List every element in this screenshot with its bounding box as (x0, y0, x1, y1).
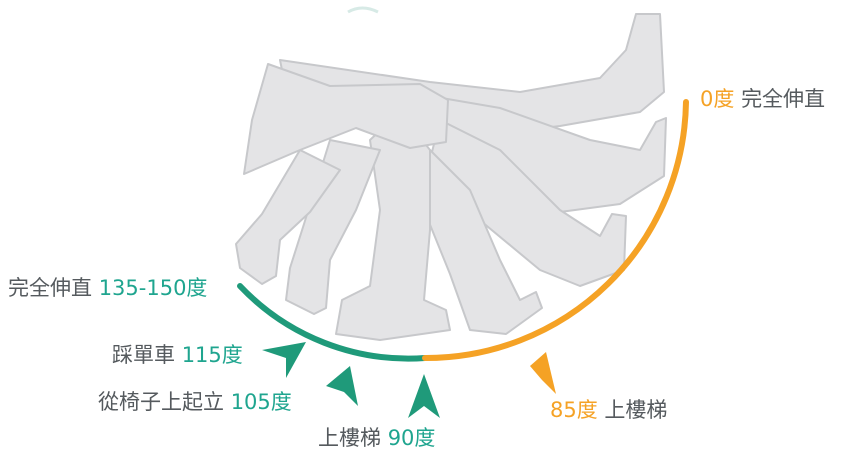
label-full-extension-value: 0度 (700, 87, 735, 111)
label-full-flexion: 完全伸直 135-150度 (8, 275, 207, 301)
label-cycling-value: 115度 (181, 343, 243, 367)
teal-flexion-arc (237, 283, 428, 362)
orange-flexion-arc (422, 99, 689, 362)
top-arc-fragment (347, 6, 379, 14)
label-sit-to-stand: 從椅子上起立 105度 (98, 389, 292, 415)
arrow-105-icon (326, 366, 358, 406)
knee-bend-silhouette-icon (235, 13, 667, 341)
label-full-extension: 0度 完全伸直 (700, 86, 825, 112)
label-stairs-90: 上樓梯 90度 (318, 425, 435, 451)
arrow-115-icon (262, 342, 306, 378)
label-full-extension-text: 完全伸直 (741, 87, 826, 111)
label-stairs-90-value: 90度 (387, 426, 436, 450)
arrow-85-icon (530, 352, 556, 394)
label-stairs-85: 85度 上樓梯 (550, 397, 667, 423)
label-stairs-90-text: 上樓梯 (318, 426, 381, 450)
label-sit-to-stand-value: 105度 (230, 390, 292, 414)
label-sit-to-stand-text: 從椅子上起立 (98, 390, 224, 414)
label-stairs-85-value: 85度 (550, 398, 598, 422)
arrow-90-icon (408, 374, 440, 418)
label-full-flexion-text: 完全伸直 (8, 276, 92, 300)
label-cycling: 踩單車 115度 (112, 342, 243, 368)
label-stairs-85-text: 上樓梯 (604, 398, 668, 422)
label-cycling-text: 踩單車 (112, 343, 175, 367)
label-full-flexion-value: 135-150度 (98, 276, 208, 300)
